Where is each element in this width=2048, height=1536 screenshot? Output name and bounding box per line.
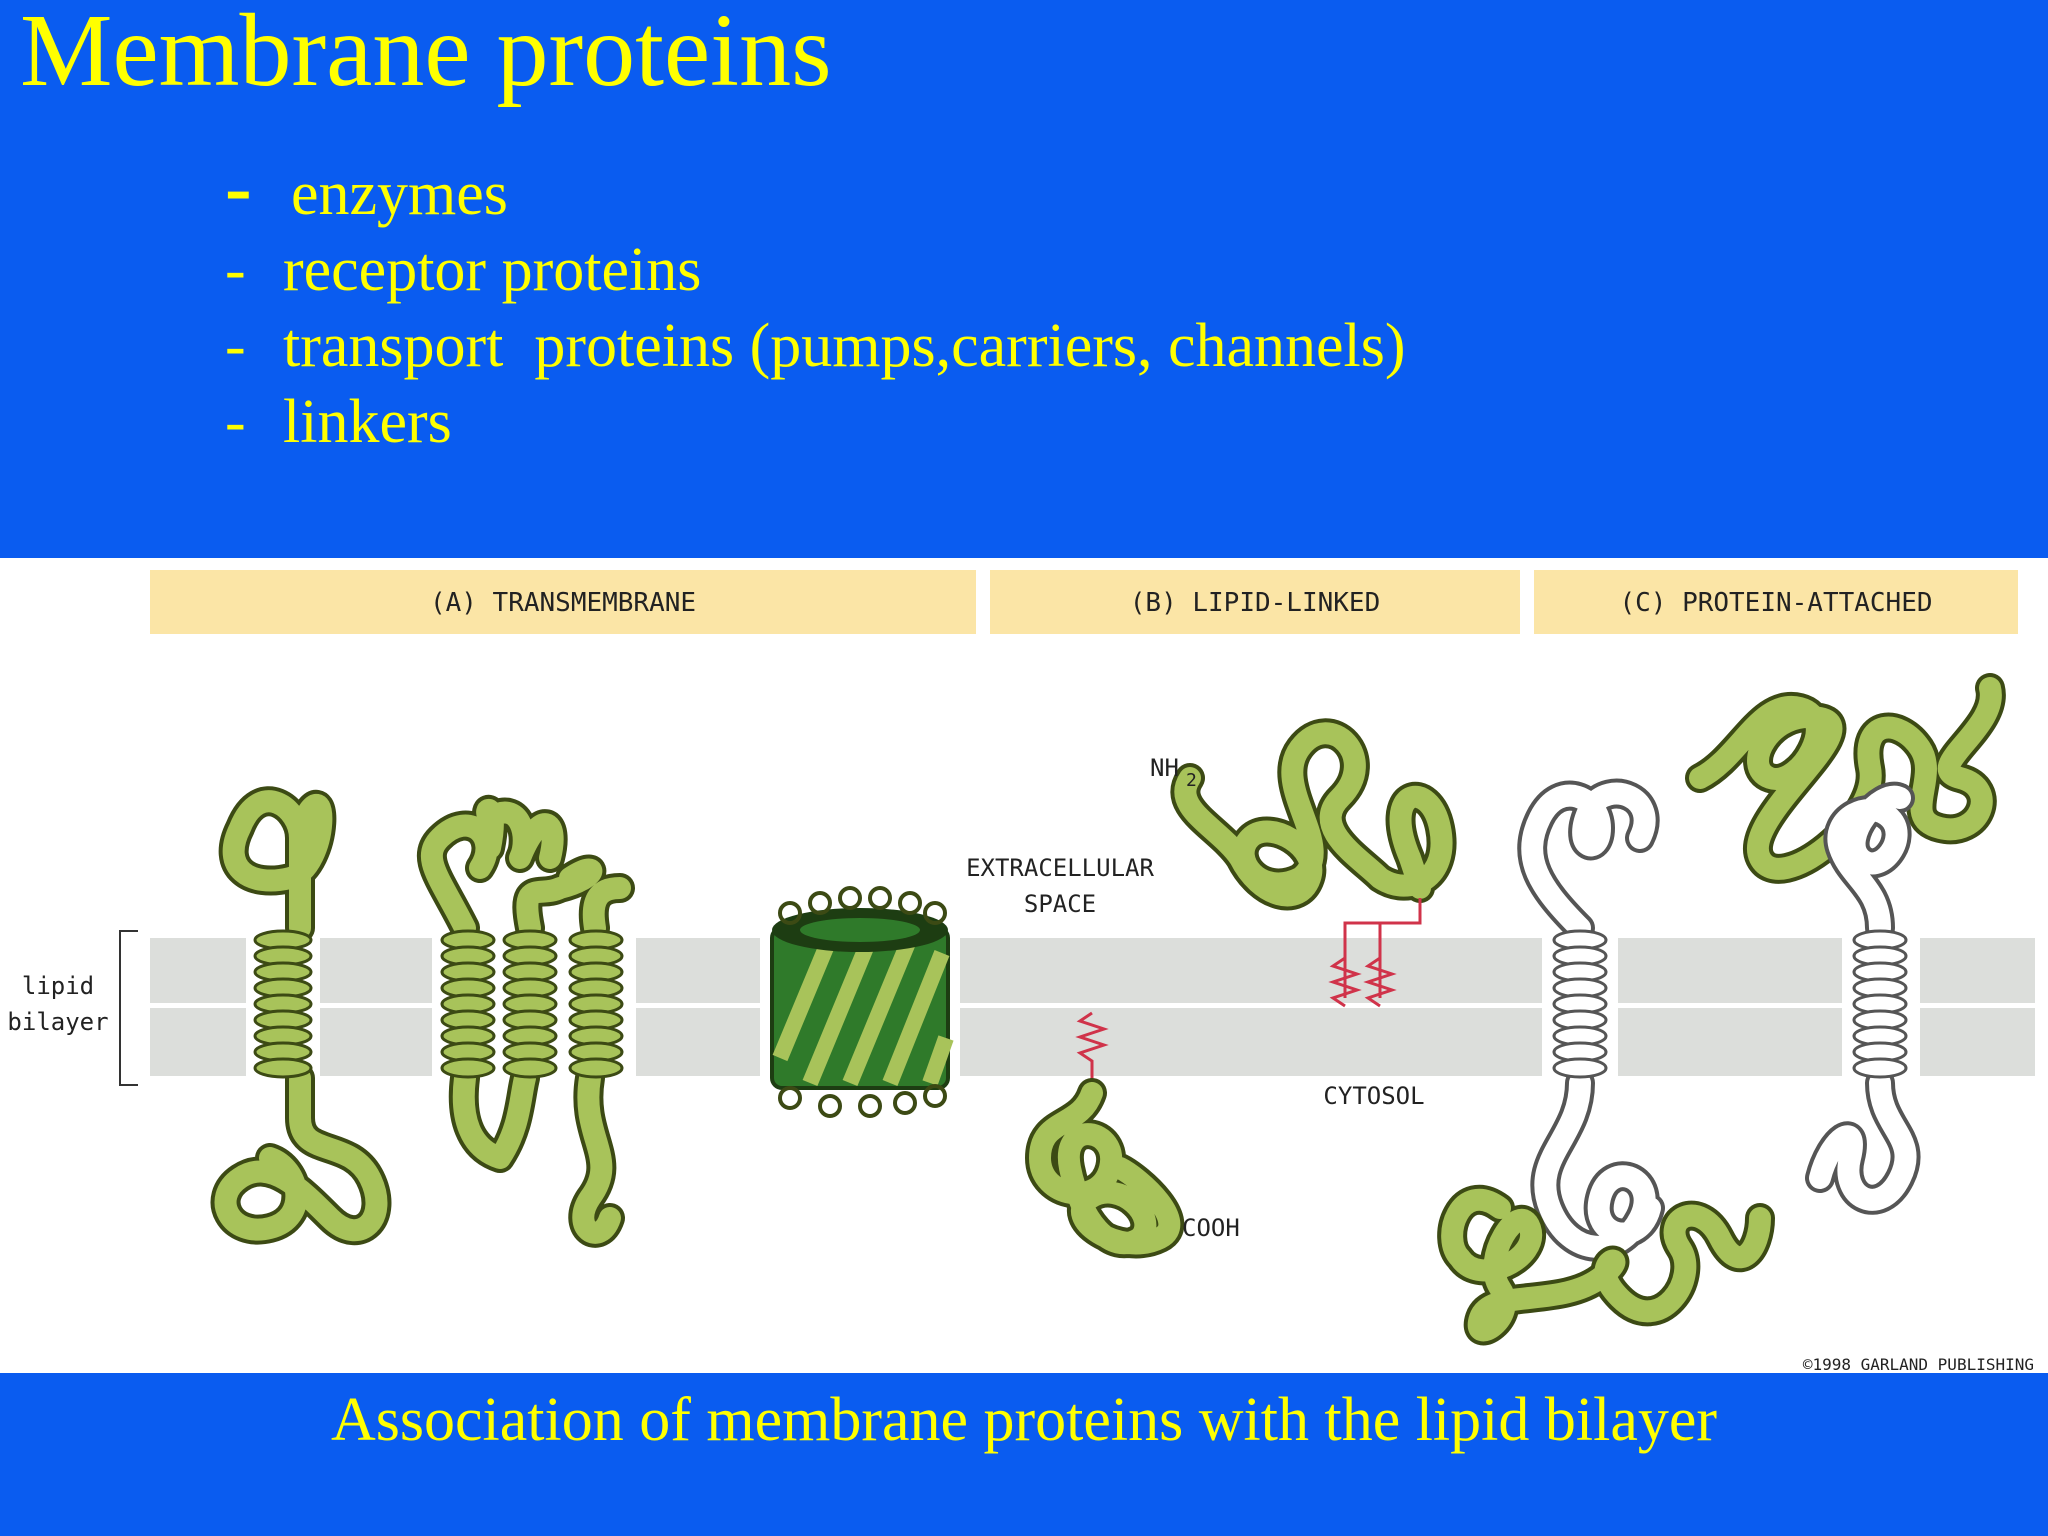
lipid-anchor-gpi	[1328, 898, 1422, 1008]
extracellular-label-line2: SPACE	[1024, 890, 1096, 918]
slide-caption: Association of membrane proteins with th…	[330, 1386, 1718, 1454]
bullet-item-enzymes: - enzymes	[225, 144, 1406, 232]
bullet-text: transport proteins (pumps,carriers, chan…	[283, 312, 1406, 380]
nh2-subscript: 2	[1186, 770, 1197, 791]
panel-header-a	[150, 570, 976, 634]
panel-b-label: (B) LIPID-LINKED	[1130, 588, 1380, 618]
bullet-list: - enzymes - receptor proteins - transpor…	[225, 144, 1406, 460]
bilayer-label-line2: bilayer	[7, 1008, 108, 1036]
bullet-dash: -	[225, 312, 246, 380]
bullet-item-receptor-proteins: - receptor proteins	[225, 232, 1406, 308]
membrane-protein-figure: (A) TRANSMEMBRANE (B) LIPID-LINKED (C) P…	[0, 558, 2048, 1373]
protein-attached-right-transmembrane	[1805, 781, 1921, 1215]
nh2-label: NH	[1150, 754, 1179, 782]
peripheral-protein-cytosolic	[1437, 1184, 1775, 1346]
panel-c-label: (C) PROTEIN-ATTACHED	[1619, 588, 1932, 618]
multi-pass-protein	[416, 794, 635, 1248]
slide-title: Membrane proteins	[20, 0, 832, 108]
membrane-diagram: (A) TRANSMEMBRANE (B) LIPID-LINKED (C) P…	[7, 570, 2035, 1373]
bullet-text: enzymes	[291, 160, 508, 228]
bullet-dash: -	[225, 144, 252, 232]
bullet-text: linkers	[283, 388, 452, 456]
panel-header-c	[1534, 570, 2018, 634]
beta-barrel-protein	[770, 886, 954, 1118]
panel-header-b	[990, 570, 1520, 634]
bullet-dash: -	[225, 236, 246, 304]
alpha-helix	[440, 929, 624, 1079]
bilayer-bracket	[119, 930, 138, 1086]
cytosol-label: CYTOSOL	[1323, 1082, 1424, 1110]
single-pass-protein	[210, 786, 392, 1246]
copyright-label: ©1998 GARLAND PUBLISHING	[1803, 1355, 2034, 1373]
cooh-label: COOH	[1182, 1214, 1240, 1242]
lipid-linked-protein-extracellular	[1170, 718, 1457, 911]
bilayer-label-line1: lipid	[22, 972, 94, 1000]
extracellular-label-line1: EXTRACELLULAR	[966, 854, 1154, 882]
bullet-text: receptor proteins	[283, 236, 702, 304]
bullet-item-linkers: - linkers	[225, 384, 1406, 460]
peripheral-protein-extracellular	[1685, 673, 2006, 884]
bullet-item-transport-proteins: - transport proteins (pumps,carriers, ch…	[225, 308, 1406, 384]
alpha-helix	[253, 929, 313, 1079]
panel-a-label: (A) TRANSMEMBRANE	[430, 588, 696, 618]
bullet-dash: -	[225, 388, 246, 456]
lipid-linked-protein-cytosolic	[1025, 1078, 1185, 1259]
protein-attached-left-transmembrane	[1517, 778, 1665, 1262]
lipid-anchor-fatty-acid	[1075, 1011, 1109, 1088]
